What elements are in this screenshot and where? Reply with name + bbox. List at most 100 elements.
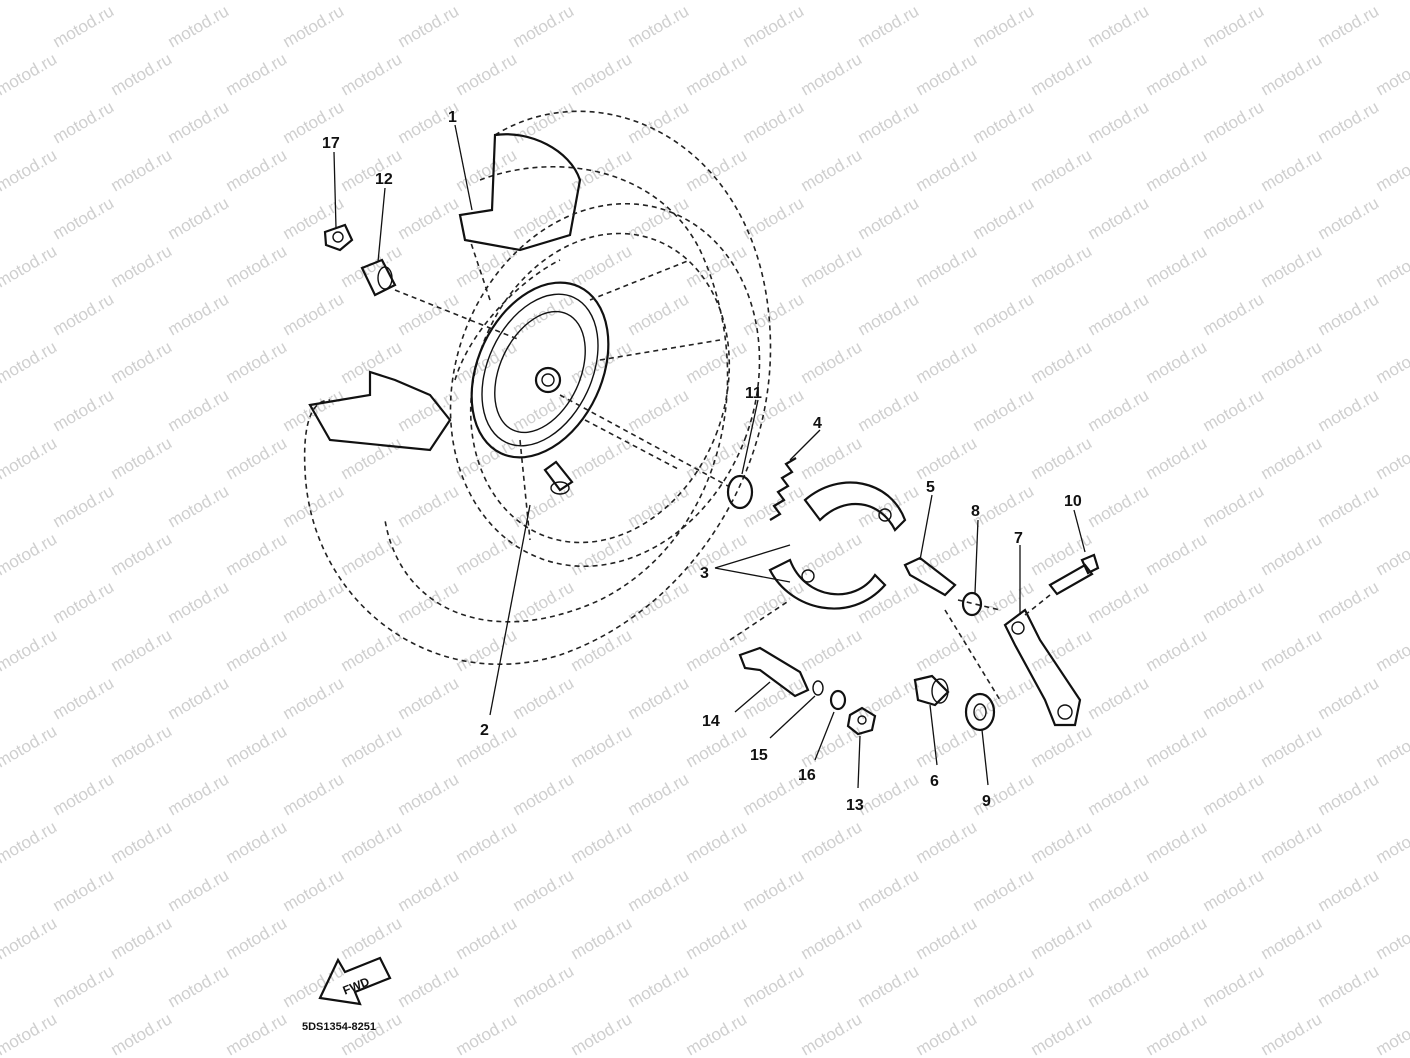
watermark-text: motod.ru [1143,433,1211,483]
watermark-text: motod.ru [798,241,866,291]
watermark-text: motod.ru [798,145,866,195]
watermark-text: motod.ru [1143,337,1211,387]
watermark-text: motod.ru [223,1009,291,1058]
watermark-text: motod.ru [1028,0,1096,3]
watermark-text: motod.ru [453,625,521,675]
watermark-text: motod.ru [108,337,176,387]
watermark-text: motod.ru [568,0,636,3]
watermark-text: motod.ru [1085,97,1153,147]
part-labels: 1 2 3 4 5 6 7 8 9 10 11 12 13 14 15 16 1… [322,109,1082,814]
watermark-text: motod.ru [510,961,578,1011]
watermark-text: motod.ru [165,289,233,339]
watermark-text: motod.ru [0,529,60,579]
watermark-text: motod.ru [970,577,1038,627]
watermark-text: motod.ru [1028,817,1096,867]
watermark-text: motod.ru [0,625,60,675]
watermark-text: motod.ru [108,433,176,483]
watermark-text: motod.ru [625,289,693,339]
watermark-text: motod.ru [740,1,808,51]
watermark-text: motod.ru [338,625,406,675]
watermark-text: motod.ru [913,0,981,3]
watermark-text: motod.ru [1258,433,1326,483]
watermark-text: motod.ru [223,721,291,771]
watermark-text: motod.ru [855,289,923,339]
watermark-text: motod.ru [1143,721,1211,771]
watermark-text: motod.ru [453,145,521,195]
part-label-16: 16 [798,767,816,784]
watermark-text: motod.ru [50,577,118,627]
watermark-text: motod.ru [108,817,176,867]
watermark-text: motod.ru [740,577,808,627]
watermark-text: motod.ru [1143,145,1211,195]
watermark-text: motod.ru [798,0,866,3]
watermark-text: motod.ru [568,625,636,675]
watermark-text: motod.ru [280,865,348,915]
watermark-text: motod.ru [798,817,866,867]
watermark-text: motod.ru [453,49,521,99]
watermark-text: motod.ru [50,865,118,915]
watermark-text: motod.ru [1373,145,1410,195]
watermark-text: motod.ru [338,721,406,771]
drawing-code: 5DS1354-8251 [302,1021,376,1033]
watermark-text: motod.ru [970,961,1038,1011]
watermark-text: motod.ru [625,769,693,819]
watermark-text: motod.ru [1200,673,1268,723]
watermark-text: motod.ru [1028,1009,1096,1058]
part-label-12: 12 [375,171,393,188]
watermark-text: motod.ru [1143,241,1211,291]
watermark-text: motod.ru [0,913,60,963]
watermark-text: motod.ru [1200,289,1268,339]
watermark-text: motod.ru [338,913,406,963]
watermark-text: motod.ru [1200,769,1268,819]
part-label-1: 1 [448,109,457,126]
part-label-6: 6 [930,773,939,790]
part-label-9: 9 [982,793,991,810]
watermark-text: motod.ru [1200,577,1268,627]
part-label-10: 10 [1064,493,1082,510]
watermark-text: motod.ru [913,241,981,291]
part-label-7: 7 [1014,530,1023,547]
watermark-text: motod.ru [510,1,578,51]
watermark-text: motod.ru [625,385,693,435]
watermark-text: motod.ru [0,145,60,195]
watermark-text: motod.ru [1143,49,1211,99]
part-label-14: 14 [702,713,720,730]
watermark-text: motod.ru [740,961,808,1011]
watermark-text: motod.ru [108,529,176,579]
watermark-text: motod.ru [338,145,406,195]
part-label-5: 5 [926,479,935,496]
watermark-text: motod.ru [855,769,923,819]
part-label-17: 17 [322,135,340,152]
watermark-text: motod.ru [1315,193,1383,243]
watermark-text: motod.ru [913,145,981,195]
leader-lines [333,124,1086,789]
watermark-text: motod.ru [223,817,291,867]
watermark-text: motod.ru [280,289,348,339]
watermark-text: motod.ru [0,769,2,819]
watermark-text: motod.ru [1085,385,1153,435]
watermark-text: motod.ru [1315,481,1383,531]
watermark-text: motod.ru [1143,913,1211,963]
watermark-text: motod.ru [223,241,291,291]
watermark-text: motod.ru [683,145,751,195]
watermark-text: motod.ru [568,817,636,867]
watermark-text: motod.ru [740,193,808,243]
part-label-8: 8 [971,503,980,520]
watermark-text: motod.ru [0,0,60,3]
watermark-text: motod.ru [1258,145,1326,195]
part-label-11: 11 [745,385,762,402]
watermark-text: motod.ru [683,913,751,963]
watermark-text: motod.ru [855,673,923,723]
watermark-text: motod.ru [0,433,60,483]
watermark-text: motod.ru [0,193,2,243]
watermark-text: motod.ru [568,721,636,771]
watermark-text: motod.ru [625,1,693,51]
watermark-text: motod.ru [108,625,176,675]
watermark-text: motod.ru [568,49,636,99]
watermark-text: motod.ru [1028,241,1096,291]
watermark-text: motod.ru [683,0,751,3]
watermark-text: motod.ru [510,865,578,915]
watermark-text: motod.ru [223,49,291,99]
watermark-text: motod.ru [453,337,521,387]
